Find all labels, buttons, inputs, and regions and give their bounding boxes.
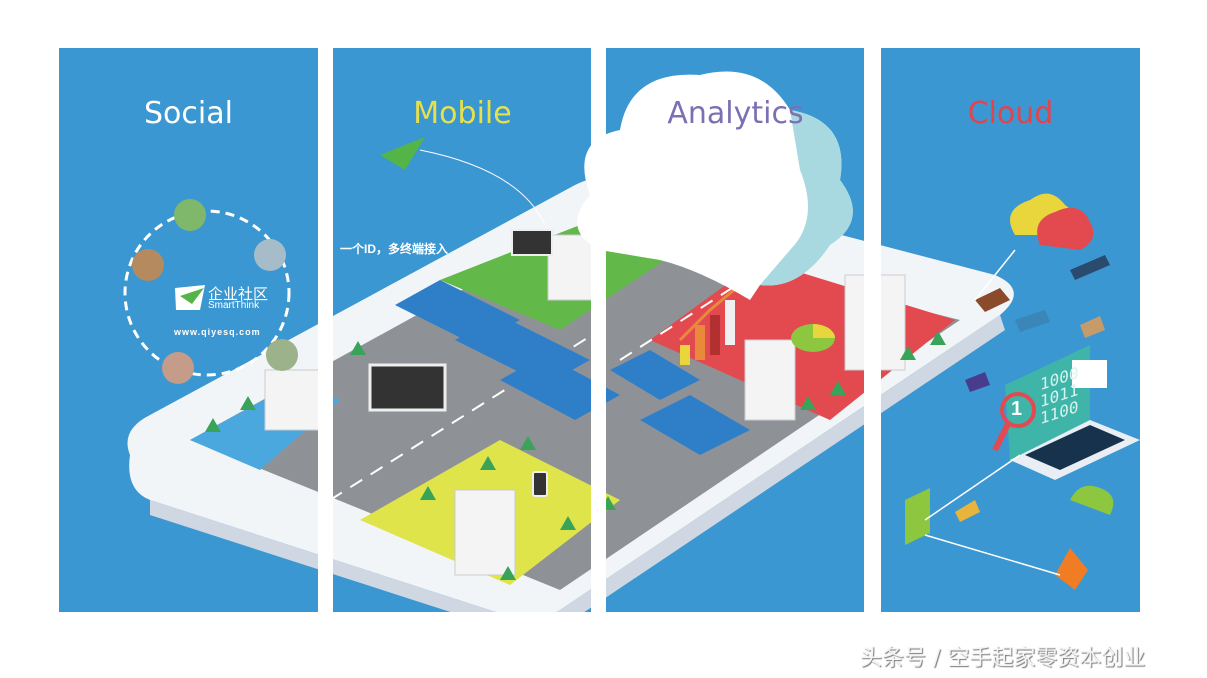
- magnifier-digit: 1: [1011, 398, 1023, 420]
- panel-title-analytics: Analytics: [667, 96, 804, 131]
- mobile-tagline: 一个ID，多终端接入: [340, 242, 449, 256]
- avatar: [266, 339, 298, 371]
- profile-card-icon: [1072, 360, 1107, 388]
- red-cloud-icon: [1037, 207, 1094, 250]
- panel-title-social: Social: [144, 96, 233, 131]
- avatars: [132, 199, 298, 384]
- big-cloud-shadow: [760, 110, 853, 286]
- avatar: [254, 239, 286, 271]
- bar-chart-graphic: [678, 283, 741, 365]
- avatar: [132, 249, 164, 281]
- logo-chinese-name: 企业社区: [208, 286, 269, 303]
- logo-english-name: SmartThink: [208, 300, 260, 311]
- calculator-icon: [955, 500, 980, 522]
- tablet-icon: [511, 229, 553, 256]
- phone-icon: [532, 471, 548, 497]
- certificate-cloud-icon: [1070, 485, 1114, 515]
- magnifier-handle: [992, 422, 1011, 452]
- glass-buildings: [395, 280, 750, 455]
- social-network-ring: [123, 209, 291, 377]
- watermark: 头条号 / 空手起家零资本创业: [860, 646, 1146, 671]
- big-cloud-icon: [577, 71, 853, 301]
- avatar: [162, 352, 194, 384]
- email-icon: [1070, 255, 1110, 280]
- monitor-icon: [368, 363, 447, 412]
- document-icon: [905, 488, 930, 545]
- monitor-cloud-icon: [965, 372, 990, 392]
- avatar: [174, 199, 206, 231]
- paper-plane-icon: [380, 137, 425, 170]
- panel-title-cloud: Cloud: [967, 96, 1054, 131]
- briefcase-icon: [975, 288, 1010, 312]
- connector-lines: [924, 249, 1061, 576]
- magnifier-icon: [1000, 392, 1036, 428]
- laptop-icon: [1005, 345, 1140, 480]
- logo-url: www.qiyesq.com: [174, 327, 261, 337]
- upload-arrow-icon: [1055, 548, 1088, 590]
- paper-plane-logo-icon: [180, 288, 204, 304]
- share-arrow-icon: [1015, 310, 1050, 332]
- panel-title-mobile: Mobile: [413, 96, 512, 131]
- plane-trail: [419, 149, 546, 226]
- tools-cloud-icon: [1080, 316, 1105, 338]
- road-marking: [619, 269, 761, 361]
- pie-slice: [813, 324, 835, 338]
